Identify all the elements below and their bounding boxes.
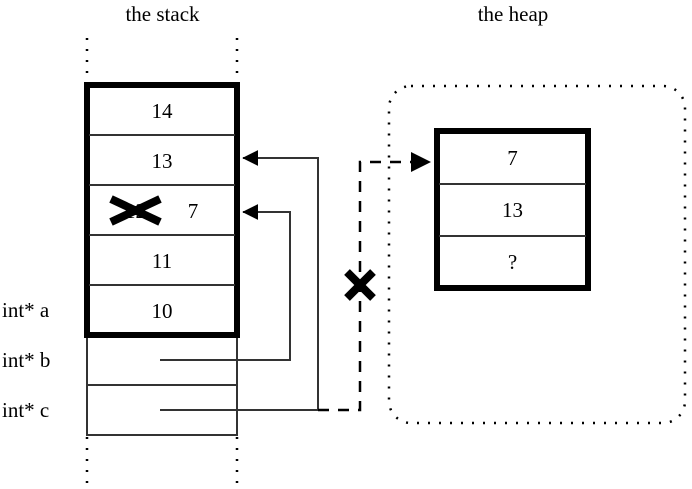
- heap-heading: the heap: [477, 2, 549, 26]
- stale-value-cross-icon: [109, 195, 162, 226]
- heap-block-frame: [434, 128, 591, 291]
- stack-cell-value-3: 11: [151, 249, 173, 273]
- variable-label-b: int* b: [2, 348, 51, 372]
- dangling-heap-pointer: [318, 152, 431, 412]
- pointer-b-arrow: [160, 204, 291, 361]
- heap-cell-value-0: 7: [507, 146, 518, 170]
- stack-cell-value-2-old: 12: [125, 199, 146, 223]
- heap-cell-value-1: 13: [502, 198, 523, 222]
- stack-cell-value-2-new: 7: [187, 199, 199, 223]
- dangling-pointer-cross-icon: [344, 269, 376, 301]
- heap-cell-value-2: ?: [507, 250, 518, 274]
- variable-label-c: int* c: [2, 398, 50, 422]
- stack-heading: the stack: [125, 2, 200, 26]
- stack-cell-value-0: 14: [151, 99, 173, 123]
- stack-cell-value-1: 13: [151, 149, 173, 173]
- pointer-c-arrow: [160, 150, 319, 411]
- stack-main-frame: [84, 82, 240, 338]
- variable-label-a: int* a: [2, 298, 50, 322]
- heap-region-outline: [387, 84, 687, 425]
- stack-cell-value-4: 10: [151, 299, 173, 323]
